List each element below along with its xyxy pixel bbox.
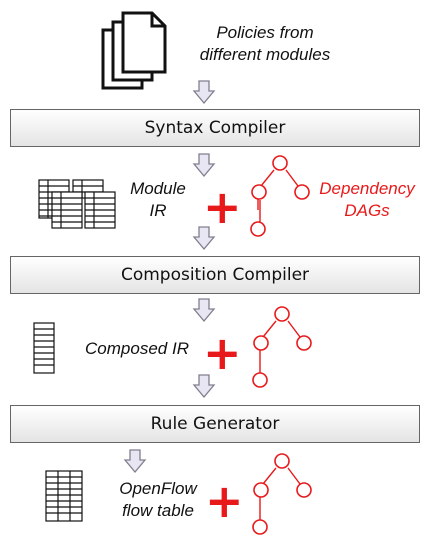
policies-label: Policies from different modules <box>160 22 370 66</box>
policies-label-line2: different modules <box>199 45 331 64</box>
module-ir-tables-icon <box>38 179 116 229</box>
documents-icon <box>101 11 167 90</box>
module-ir-label: Module IR <box>118 178 198 222</box>
dag-icon <box>250 155 310 237</box>
policies-label-line1: Policies from <box>216 23 314 42</box>
module-ir-line2: IR <box>149 201 167 220</box>
syntax-compiler-box: Syntax Compiler <box>10 109 420 147</box>
dependency-dags-label: Dependency DAGs <box>307 178 427 222</box>
module-ir-line1: Module <box>130 179 186 198</box>
syntax-compiler-label: Syntax Compiler <box>144 118 286 138</box>
down-arrow-icon <box>192 153 216 178</box>
down-arrow-icon <box>123 449 147 474</box>
down-arrow-icon <box>192 374 216 399</box>
dag-icon <box>252 453 312 535</box>
composed-ir-table-icon <box>33 322 55 374</box>
plus-icon: + <box>203 180 242 234</box>
dag-icon <box>252 306 312 388</box>
rule-generator-box: Rule Generator <box>10 405 420 443</box>
composed-ir-label: Composed IR <box>85 339 189 358</box>
rule-generator-label: Rule Generator <box>150 414 280 434</box>
openflow-line2: flow table <box>122 501 194 520</box>
dependency-dags-line2: DAGs <box>344 201 390 220</box>
composition-compiler-label: Composition Compiler <box>120 265 310 285</box>
plus-icon: + <box>203 326 242 380</box>
flow-table-icon <box>45 470 83 522</box>
plus-icon: + <box>205 474 244 528</box>
dependency-dags-line1: Dependency <box>319 179 415 198</box>
composition-compiler-box: Composition Compiler <box>10 256 420 294</box>
openflow-line1: OpenFlow <box>119 479 197 498</box>
down-arrow-icon <box>192 80 216 105</box>
down-arrow-icon <box>192 298 216 323</box>
openflow-label: OpenFlow flow table <box>98 478 218 522</box>
down-arrow-icon <box>192 226 216 251</box>
